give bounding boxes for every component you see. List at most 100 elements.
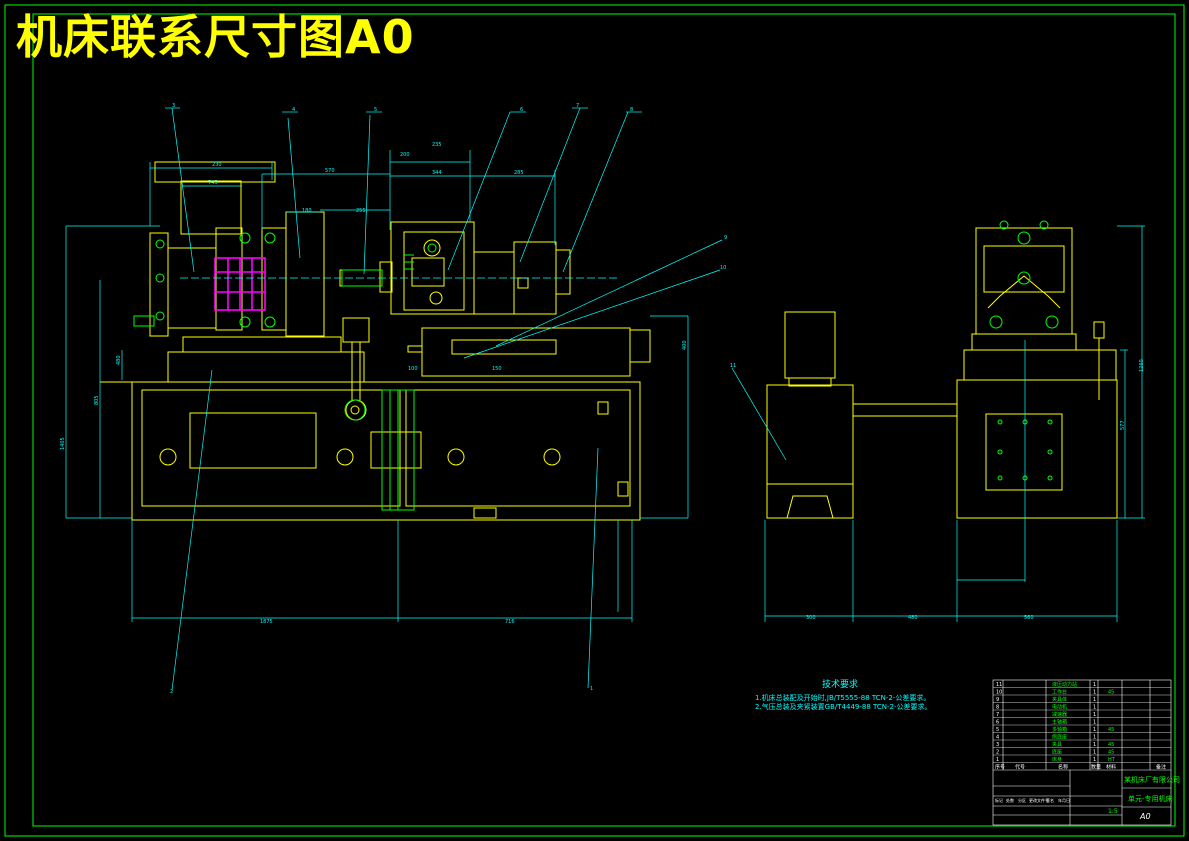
dimension-label: 480 xyxy=(908,615,918,621)
part-callout-number: 11 xyxy=(730,363,736,369)
parts-row-no: 8 xyxy=(996,705,999,711)
parts-row-name: 液压动力站 xyxy=(1052,681,1077,688)
part-callout-number: 10 xyxy=(720,265,726,271)
signature-label: 签名 xyxy=(1046,797,1054,803)
technical-requirements-heading: 技术要求 xyxy=(821,680,858,690)
dimension-label: 344 xyxy=(432,170,442,176)
dimension-label: 300 xyxy=(806,615,816,621)
dimension-label: 1875 xyxy=(260,619,273,625)
outer-frame xyxy=(4,4,1185,837)
dimension-label: 745 xyxy=(208,180,218,186)
parts-header-label: 代号 xyxy=(1015,764,1025,771)
dimension-labels: 1875 716 300 480 560 805 1405 480 577 1260 400 230 7… xyxy=(60,142,1145,625)
parts-row-material: HT xyxy=(1108,757,1116,763)
part-callout-number: 7 xyxy=(576,103,579,109)
drawing-name: 单元-专用机床 xyxy=(1128,795,1173,803)
parts-row-qty: 1 xyxy=(1093,757,1096,763)
parts-row-no: 2 xyxy=(996,750,999,756)
parts-row-no: 3 xyxy=(996,742,999,748)
parts-header-label: 序号 xyxy=(995,764,1005,771)
signature-label: 更改文件号 xyxy=(1029,797,1049,803)
parts-row-qty: 1 xyxy=(1093,712,1096,718)
signature-label: 分区 xyxy=(1018,797,1026,803)
dimension-label: 1260 xyxy=(1139,359,1145,372)
technical-requirement-line: 1.机床总装配及开始时,JB/T5555-88 TCN-2-公差要求。 xyxy=(755,694,931,702)
parts-row-material: 45 xyxy=(1108,750,1114,756)
parts-row-qty: 1 xyxy=(1093,705,1096,711)
scale: 1:5 xyxy=(1108,808,1118,815)
dimension-label: 235 xyxy=(432,142,442,148)
parts-row-material: 45 xyxy=(1108,742,1114,748)
parts-row-no: 9 xyxy=(996,697,999,703)
inner-frame xyxy=(32,13,1176,827)
part-callout-number: 8 xyxy=(630,107,633,113)
parts-row-name: 工作台 xyxy=(1052,689,1067,696)
signature-label: 年月日 xyxy=(1058,797,1070,803)
parts-row-name: 床身 xyxy=(1052,756,1062,763)
part-callout-number: 5 xyxy=(374,107,377,113)
parts-header-label: 材料 xyxy=(1106,764,1116,771)
dimension-label: 230 xyxy=(212,162,222,168)
parts-row-name: 电动机 xyxy=(1052,704,1067,711)
parts-row-qty: 1 xyxy=(1093,750,1096,756)
dimension-label: 570 xyxy=(325,168,335,174)
parts-row-name: 夹具体 xyxy=(1052,696,1067,703)
parts-row-qty: 1 xyxy=(1093,682,1096,688)
parts-row-no: 11 xyxy=(996,682,1002,688)
dimension-label: 100 xyxy=(408,366,418,372)
part-callout-number: 6 xyxy=(520,107,523,113)
dimension-label: 150 xyxy=(492,366,502,372)
dimension-label: 285 xyxy=(514,170,524,176)
parts-row-no: 5 xyxy=(996,727,999,733)
dimension-label: 480 xyxy=(116,355,122,365)
fixture-highlight xyxy=(214,257,266,311)
parts-row-no: 6 xyxy=(996,720,999,726)
parts-row-qty: 1 xyxy=(1093,690,1096,696)
parts-header-label: 备注 xyxy=(1156,764,1166,771)
dimension-label: 180 xyxy=(302,208,312,214)
dimension-label: 560 xyxy=(1024,615,1034,621)
part-callout-number: 3 xyxy=(172,103,175,109)
dimension-label: 805 xyxy=(94,395,100,405)
parts-row-no: 10 xyxy=(996,690,1002,696)
parts-row-qty: 1 xyxy=(1093,727,1096,733)
parts-row-material: 45 xyxy=(1108,690,1114,696)
side-view xyxy=(766,227,1118,519)
signature-label: 处数 xyxy=(1006,797,1014,803)
parts-header-label: 数量 xyxy=(1091,764,1101,771)
dimension-label: 255 xyxy=(356,208,366,214)
technical-requirements: 技术要求 1.机床总装配及开始时,JB/T5555-88 TCN-2-公差要求。… xyxy=(755,681,932,712)
parts-row-no: 4 xyxy=(996,735,999,741)
parts-row-name: 底座 xyxy=(1052,749,1062,756)
parts-row-no: 7 xyxy=(996,712,999,718)
dimension-label: 577 xyxy=(1120,420,1126,430)
part-callout-number: 1 xyxy=(590,686,593,692)
parts-row-material: 45 xyxy=(1108,727,1114,733)
part-callout-number: 9 xyxy=(724,235,727,241)
dimension-label: 1405 xyxy=(60,437,66,450)
parts-row-qty: 1 xyxy=(1093,720,1096,726)
technical-requirement-line: 2.气压总装及夹紧装置GB/T4449-88 TCN-2-公差要求。 xyxy=(755,703,932,711)
parts-row-name: 多轴箱 xyxy=(1052,726,1067,733)
callout-labels: 1 2 3 4 5 6 7 8 9 10 11 xyxy=(170,103,736,695)
dimension-label: 716 xyxy=(505,619,515,625)
parts-header-label: 名称 xyxy=(1058,764,1068,771)
part-callout-number: 2 xyxy=(170,689,173,695)
parts-row-name: 侧底座 xyxy=(1052,734,1067,741)
parts-row-qty: 1 xyxy=(1093,742,1096,748)
parts-row-no: 1 xyxy=(996,757,999,763)
drawing-title: 机床联系尺寸图A0 xyxy=(16,10,415,64)
part-callout-number: 4 xyxy=(292,107,295,113)
signature-label: 标记 xyxy=(995,797,1003,803)
parts-row-qty: 1 xyxy=(1093,735,1096,741)
sheet-size: A0 xyxy=(1140,812,1151,821)
front-view xyxy=(100,161,651,521)
parts-row-name: 主轴箱 xyxy=(1052,719,1067,726)
parts-row-name: 夹具 xyxy=(1052,741,1062,748)
dimension-label: 400 xyxy=(682,340,688,350)
parts-row-name: 减速器 xyxy=(1052,711,1067,718)
parts-row-qty: 1 xyxy=(1093,697,1096,703)
dimension-lines xyxy=(65,107,1145,691)
